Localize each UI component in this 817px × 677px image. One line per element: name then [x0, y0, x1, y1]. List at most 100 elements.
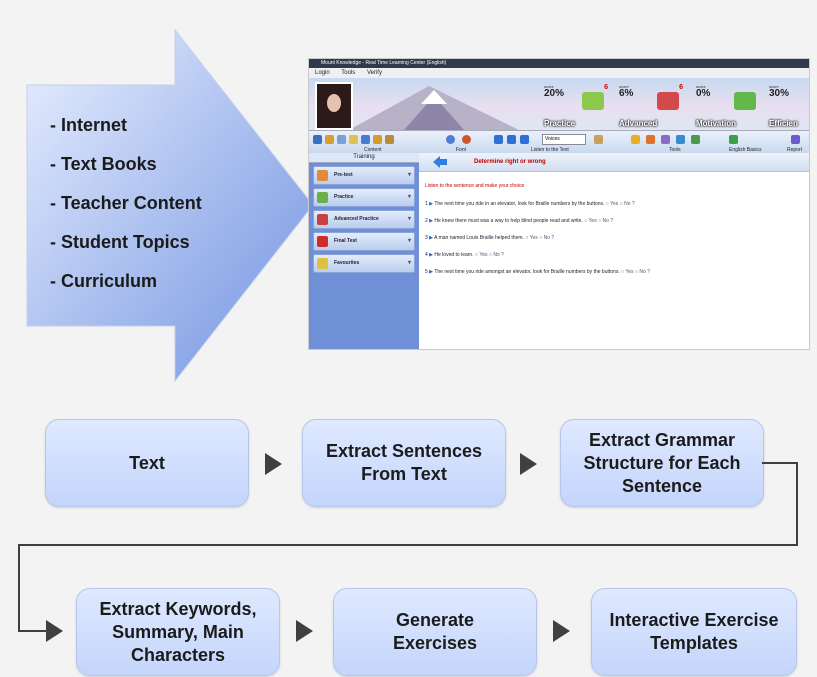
yes-radio[interactable]: ○ [584, 218, 589, 224]
flow-arrow [296, 620, 313, 642]
globe-icon[interactable] [676, 135, 685, 144]
source-item: - Teacher Content [50, 193, 202, 213]
thumbs-up-icon [734, 92, 756, 110]
training-sidebar: Training Pre-test ▾ Practice ▾ Advanced … [309, 153, 419, 349]
help-icon[interactable]: ? [501, 252, 504, 258]
score-efficiency[interactable]: score 30% Efficien [769, 84, 809, 128]
score-percent: 0% [696, 88, 711, 99]
yes-radio[interactable]: ○ [605, 201, 611, 207]
sidebar-item-favourites[interactable]: Favourites ▾ [313, 254, 415, 273]
sentence-row: 3 ▶ A man named Louis Braille helped the… [425, 235, 554, 241]
sentence-text: He loved to learn. [434, 252, 474, 258]
sentence-text: The next time you ride amongst an elevat… [434, 269, 620, 275]
sidebar-item-pretest[interactable]: Pre-test ▾ [313, 166, 415, 185]
play-icon[interactable]: ▶ [429, 218, 435, 224]
copy-icon[interactable] [337, 135, 346, 144]
connector-line [18, 630, 48, 632]
note-icon[interactable] [349, 135, 358, 144]
app-screenshot: Mount Knowledge - Real Time Learning Cen… [308, 58, 810, 350]
section-label: Report [787, 147, 803, 153]
sentence-text: He knew there must was a way to help bli… [434, 218, 583, 224]
help-icon[interactable]: ? [631, 201, 635, 207]
chevron-down-icon: ▾ [407, 172, 411, 178]
play-icon[interactable]: ▶ [429, 201, 435, 207]
stop-icon[interactable] [520, 135, 529, 144]
sidebar-item-label: Advanced Practice [334, 216, 379, 222]
sidebar-item-label: Favourites [334, 260, 360, 266]
folder-icon [317, 258, 328, 269]
no-radio[interactable]: ○ [488, 252, 494, 258]
score-name: Advanced [619, 119, 658, 128]
sources-arrow-shape [26, 28, 314, 383]
exercise-instruction: Listen to the sentence and make your cho… [425, 183, 525, 189]
yes-radio[interactable]: ○ [475, 252, 480, 258]
yes-radio[interactable]: ○ [525, 235, 530, 241]
score-name: Efficien [769, 119, 798, 128]
menu-item-login[interactable]: Login [315, 70, 330, 76]
score-percent: 6% [619, 88, 634, 99]
score-motivation[interactable]: score 0% Motivation [696, 84, 760, 128]
help-icon[interactable]: ? [647, 269, 650, 275]
sidebar-item-practice[interactable]: Practice ▾ [313, 188, 415, 207]
chevron-down-icon: ▾ [407, 216, 411, 222]
pause-icon[interactable] [507, 135, 516, 144]
flow-arrow [520, 453, 537, 475]
score-badge: 6 [604, 84, 608, 91]
sidebar-item-label: Practice [334, 194, 354, 200]
yes-radio[interactable]: ○ [621, 269, 626, 275]
score-practice[interactable]: score 20% 6 Practice [544, 84, 608, 128]
menu-item-tools[interactable]: Tools [341, 70, 356, 76]
zoom-out-icon[interactable] [462, 135, 471, 144]
no-radio[interactable]: ○ [635, 269, 640, 275]
speaker-icon[interactable] [594, 135, 603, 144]
no-radio[interactable]: ○ [539, 235, 544, 241]
flow-arrow [553, 620, 570, 642]
source-item: - Internet [50, 115, 128, 135]
menu-bar: Login Tools Verify [309, 68, 809, 78]
chevron-down-icon: ▾ [407, 260, 411, 266]
sentence-number: 3 [425, 235, 428, 241]
menu-item-verify[interactable]: Verify [366, 70, 382, 76]
puzzle-icon[interactable] [661, 135, 670, 144]
folder-icon[interactable] [373, 135, 382, 144]
open-icon[interactable] [325, 135, 334, 144]
play-icon[interactable]: ▶ [429, 269, 435, 275]
no-radio[interactable]: ○ [619, 201, 625, 207]
no-label: No [543, 235, 551, 241]
no-radio[interactable]: ○ [598, 218, 603, 224]
sidebar-item-final-test[interactable]: Final Test ▾ [313, 232, 415, 251]
edit-icon[interactable] [385, 135, 394, 144]
book-green-icon[interactable] [729, 135, 738, 144]
voice-select[interactable]: Voices [542, 134, 586, 145]
sidebar-item-advanced-practice[interactable]: Advanced Practice ▾ [313, 210, 415, 229]
save-icon[interactable] [361, 135, 370, 144]
play-icon[interactable] [494, 135, 503, 144]
section-label: Listen to the Text [531, 147, 569, 153]
section-label: English Basics [729, 147, 762, 153]
yes-label: Yes [529, 235, 538, 241]
flow-arrow [46, 620, 63, 642]
score-advanced[interactable]: score 6% 6 Advanced [619, 84, 683, 128]
book-icon[interactable] [313, 135, 322, 144]
score-badge: 6 [679, 84, 683, 91]
key-icon[interactable] [631, 135, 640, 144]
report-icon[interactable] [791, 135, 800, 144]
play-icon[interactable]: ▶ [429, 235, 435, 241]
yes-label: Yes [610, 201, 619, 207]
app-body: Training Pre-test ▾ Practice ▾ Advanced … [309, 153, 809, 349]
help-icon[interactable]: ? [551, 235, 555, 241]
yes-label: Yes [479, 252, 488, 258]
tools-icon[interactable] [691, 135, 700, 144]
section-label: Font [456, 147, 467, 153]
calculator-icon[interactable] [646, 135, 655, 144]
back-arrow-icon[interactable] [433, 156, 447, 168]
zoom-in-icon[interactable] [446, 135, 455, 144]
books-icon [317, 214, 328, 225]
practice-icon [317, 192, 328, 203]
help-icon[interactable]: ? [610, 218, 614, 224]
no-label: No [639, 269, 646, 275]
books-icon [657, 92, 679, 110]
score-banner: score 20% 6 Practice score 6% 6 Advanced… [309, 78, 809, 130]
play-icon[interactable]: ▶ [429, 252, 435, 258]
